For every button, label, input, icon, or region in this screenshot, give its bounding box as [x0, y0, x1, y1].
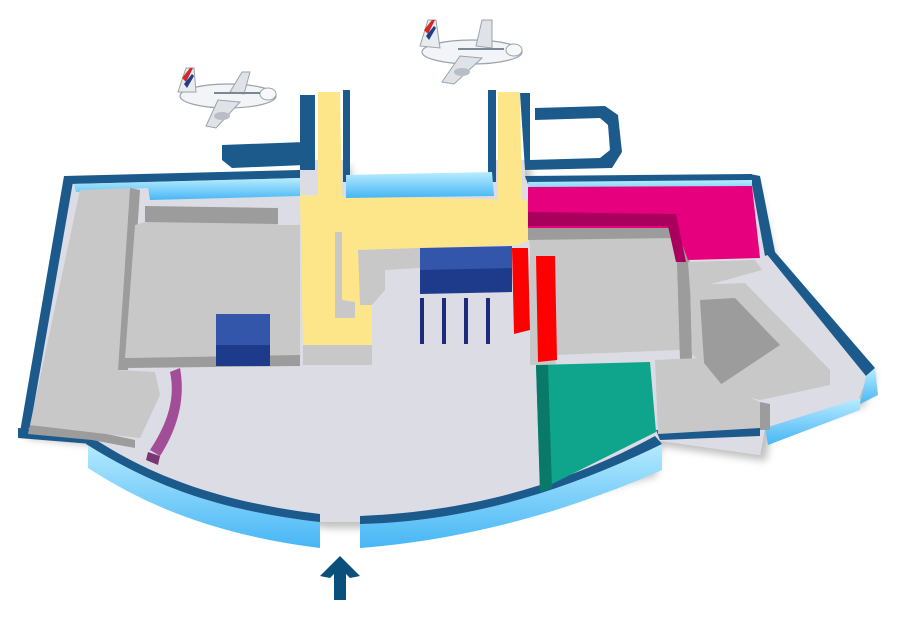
block-core-center	[358, 248, 420, 305]
gate-corridor-right	[498, 92, 522, 205]
zone-teal-side	[536, 365, 552, 492]
entrance-arrow	[320, 556, 360, 600]
glass-southeast	[765, 398, 860, 445]
block-east-side	[676, 232, 692, 360]
security-lane	[486, 298, 490, 344]
gate-corridors	[300, 92, 530, 345]
block-center-west-top	[145, 206, 278, 224]
aircraft-right	[419, 19, 523, 85]
security-lane	[420, 298, 424, 344]
block-east	[528, 235, 680, 365]
zone-purple-desk-side	[146, 452, 160, 465]
wall-east	[750, 174, 775, 256]
wall-north-left	[64, 170, 300, 184]
block-core-pillar	[335, 232, 355, 318]
block-core-left	[303, 345, 372, 365]
gate-concourse	[300, 195, 530, 345]
airplane-icon	[419, 19, 523, 85]
pier-left-wall	[222, 95, 315, 170]
checkpoint-red-right	[536, 256, 557, 362]
block-west	[30, 188, 160, 438]
aircraft-left	[177, 67, 277, 129]
zone-magenta-side	[528, 212, 686, 262]
glass-curve-top-right	[360, 436, 662, 524]
pier-right-loop	[520, 93, 622, 170]
block-southeast	[655, 358, 760, 434]
glass-curve-top-left	[86, 436, 320, 522]
block-west-side	[28, 425, 135, 448]
glass-north-left	[74, 178, 300, 200]
block-center-west	[125, 208, 300, 358]
block-east-wing-inner	[700, 298, 780, 385]
glass-south-curve-right	[360, 440, 662, 548]
colored-zones	[146, 186, 760, 492]
checkpoint-red-left	[512, 248, 530, 334]
arrow-up-icon	[320, 556, 360, 600]
security-lane	[464, 298, 468, 344]
block-southeast-side	[760, 402, 770, 430]
wall-east-diag	[765, 252, 875, 376]
airplane-icon	[177, 67, 277, 129]
glass-east-front	[860, 368, 878, 404]
glass-north-center	[346, 172, 494, 198]
security-block-front	[420, 268, 512, 294]
security-block-west-front	[216, 345, 270, 366]
security-block-west-top	[216, 314, 270, 345]
security-block-top	[420, 246, 512, 272]
block-east-top	[528, 228, 676, 240]
security-lanes	[420, 298, 490, 344]
security-area	[216, 246, 557, 366]
wall-west	[20, 176, 74, 432]
zone-teal	[536, 362, 656, 490]
gate-corridor-left	[318, 92, 342, 205]
pier-right-wall	[343, 90, 496, 182]
zone-purple-desk	[150, 368, 182, 456]
security-lane	[442, 298, 446, 344]
block-northeast	[688, 260, 762, 290]
